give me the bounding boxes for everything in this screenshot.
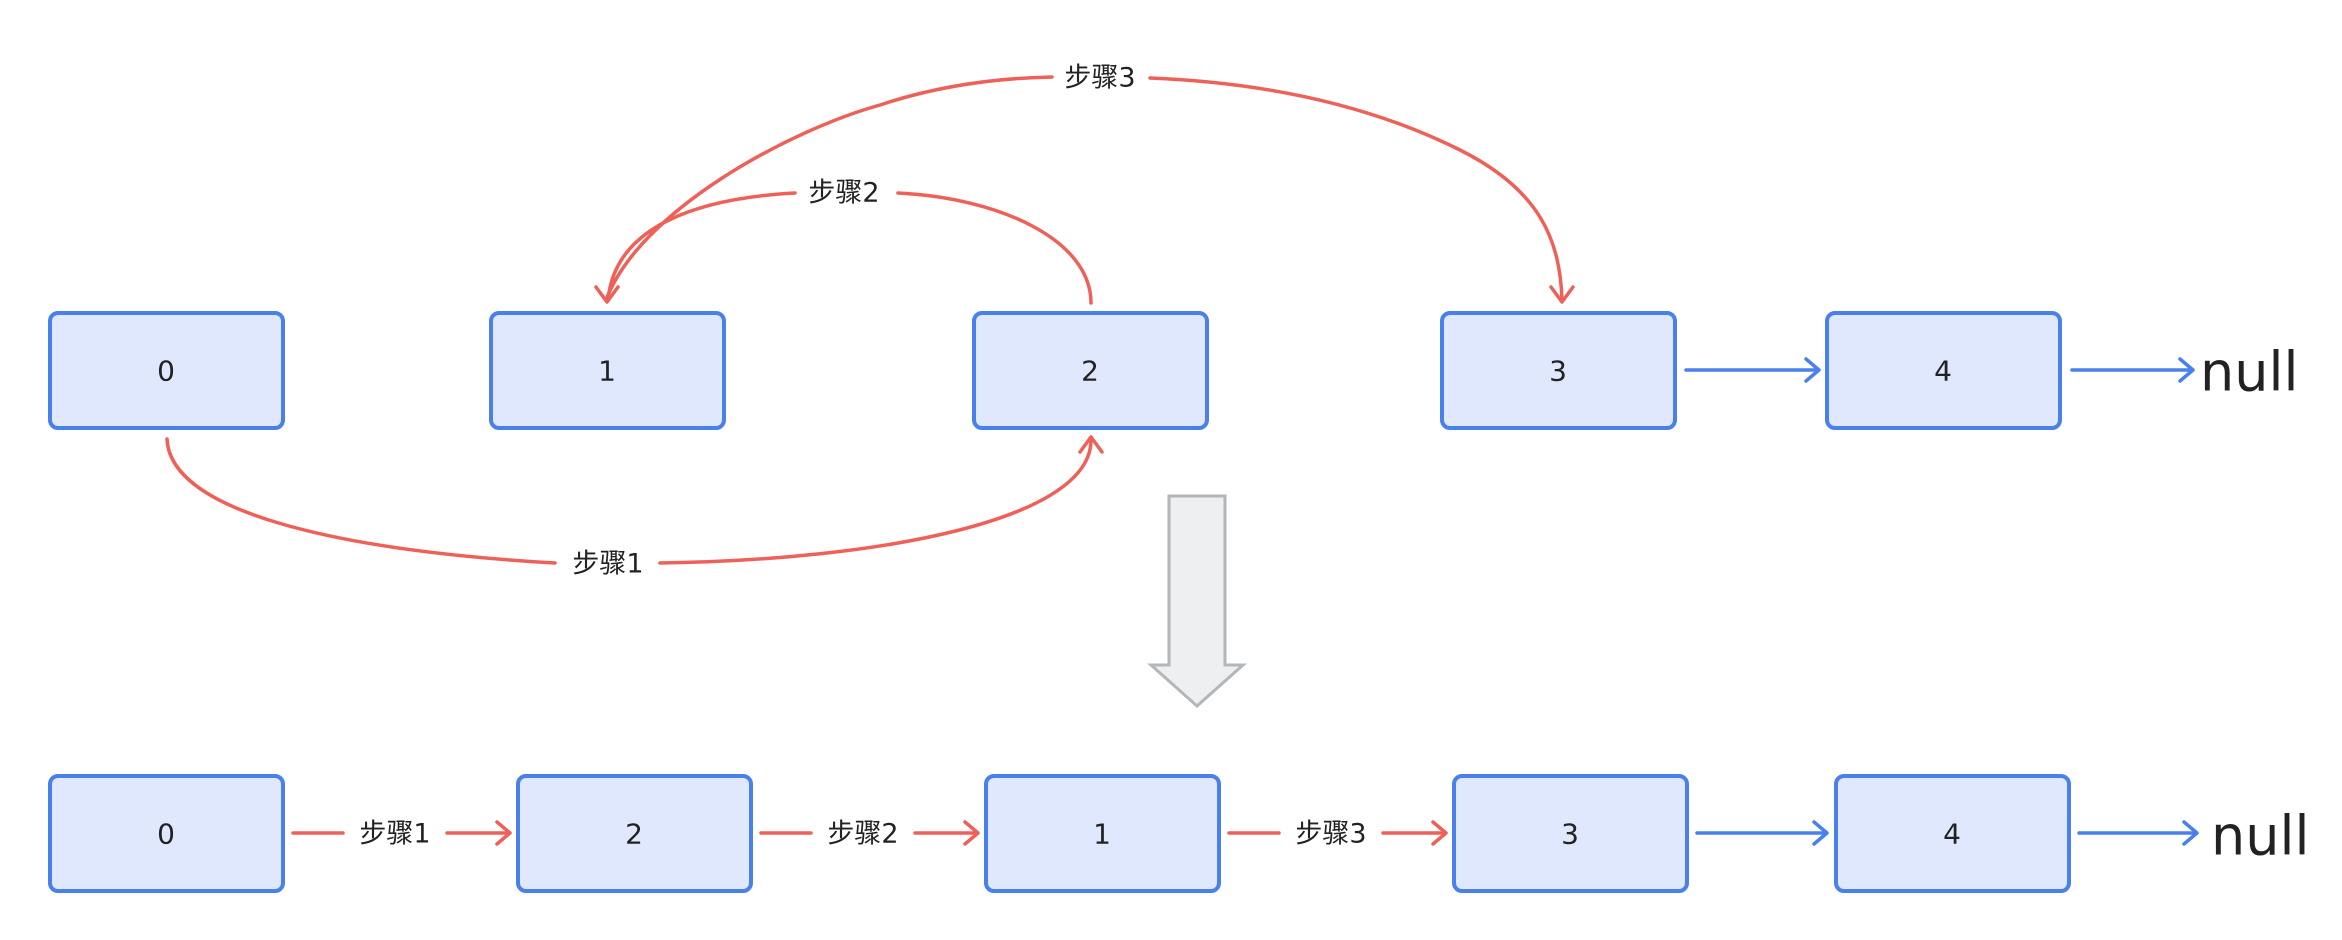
top-step3-label: 步骤3 [1064, 63, 1135, 94]
top-step2-curve-right [896, 191, 1093, 305]
bottom-node-3: 3 [1452, 774, 1689, 893]
bottom-step2-label: 步骤2 [827, 819, 898, 850]
top-row: 步骤3 步骤2 步骤1 0 1 2 [48, 63, 2298, 580]
top-node-3-value: 3 [1549, 355, 1567, 388]
bottom-node-2-value: 1 [1093, 818, 1111, 851]
bottom-row: 0 2 1 3 4 步骤1 步骤2 [48, 774, 2309, 893]
transition-down-arrow [1147, 494, 1247, 709]
top-step1-arrowhead [1078, 435, 1104, 454]
top-step2-connector: 步骤2 [594, 178, 1093, 305]
top-node-0-value: 0 [157, 355, 175, 388]
top-step1-connector: 步骤1 [165, 435, 1104, 580]
bottom-link-4-to-null [2077, 820, 2199, 846]
top-node-1: 1 [489, 311, 726, 430]
bottom-node-0: 0 [48, 774, 285, 893]
bottom-node-2: 1 [984, 774, 1221, 893]
bottom-node-0-value: 0 [157, 818, 175, 851]
top-step2-arrowhead [594, 285, 620, 304]
top-step1-curve-left [165, 437, 557, 565]
bottom-link-3-to-4 [1695, 820, 1829, 846]
top-node-4: 4 [1825, 311, 2062, 430]
bottom-step2-connector: 步骤2 [759, 819, 980, 850]
top-step1-label: 步骤1 [572, 549, 643, 580]
bottom-null-label: null [2211, 805, 2309, 868]
bottom-step1-connector: 步骤1 [291, 819, 512, 850]
top-node-2-value: 2 [1081, 355, 1099, 388]
top-step1-curve-right [658, 438, 1093, 565]
bottom-step3-connector: 步骤3 [1227, 819, 1448, 850]
top-step3-arrowhead [1549, 285, 1575, 304]
top-step3-curve-right [1148, 76, 1564, 302]
top-null-label: null [2200, 341, 2298, 404]
top-step2-curve-left [606, 191, 797, 302]
top-step3-connector: 步骤3 [604, 63, 1575, 304]
top-link-4-to-null [2070, 357, 2195, 383]
top-link-3-to-4 [1684, 357, 1821, 383]
top-step2-label: 步骤2 [808, 178, 879, 209]
bottom-step1-label: 步骤1 [359, 819, 430, 850]
top-node-3: 3 [1440, 311, 1677, 430]
bottom-node-3-value: 3 [1561, 818, 1579, 851]
top-node-2: 2 [972, 311, 1209, 430]
top-node-4-value: 4 [1934, 355, 1952, 388]
bottom-node-4: 4 [1834, 774, 2071, 893]
top-node-1-value: 1 [598, 355, 616, 388]
bottom-node-1-value: 2 [625, 818, 643, 851]
top-step3-curve-left [604, 75, 1054, 302]
top-node-0: 0 [48, 311, 285, 430]
bottom-step3-label: 步骤3 [1295, 819, 1366, 850]
bottom-node-4-value: 4 [1943, 818, 1961, 851]
bottom-node-1: 2 [516, 774, 753, 893]
